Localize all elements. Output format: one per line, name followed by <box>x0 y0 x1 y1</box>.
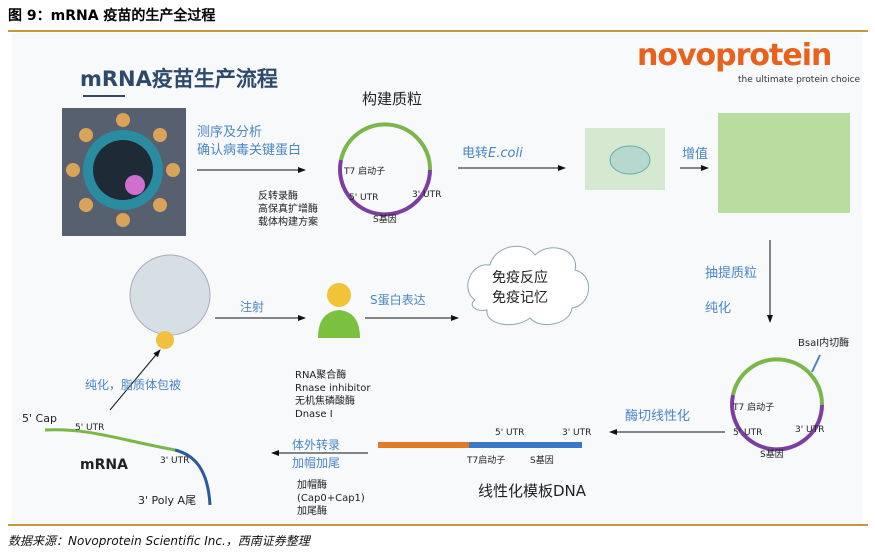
plasmid2-enzyme: BsaI内切酶 <box>798 338 850 349</box>
virus-spikes <box>66 113 180 227</box>
lnp-image <box>129 254 211 336</box>
mrna-polya: 3' Poly A尾 <box>138 494 197 507</box>
plasmid-t7: T7 启动子 <box>344 167 386 177</box>
plasmid-title: 构建质粒 <box>362 90 423 108</box>
immune-text: 免疫反应免疫记忆 <box>492 270 548 306</box>
plasmid2-utr3: 3' UTR <box>795 425 825 435</box>
mrna-utr3: 3' UTR <box>160 456 190 466</box>
cap-enzymes: 加帽酶(Cap0+Cap1)加尾酶 <box>297 480 365 517</box>
logo-tagline: the ultimate protein choice <box>738 75 861 85</box>
ivt-text: 体外转录加帽加尾 <box>292 438 341 470</box>
step4-line1: 抽提质粒 <box>705 266 758 281</box>
step8-label: S蛋白表达 <box>370 293 426 307</box>
dna-t7: T7启动子 <box>467 456 506 466</box>
mrna-tail <box>174 448 212 506</box>
step5-label: 酶切线性化 <box>625 409 691 424</box>
dna-utr5: 5' UTR <box>495 428 525 438</box>
mrna-label: mRNA <box>80 457 128 473</box>
plasmid2-t7: T7 启动子 <box>733 403 775 413</box>
step1-enzymes: 反转录酶高保真扩增酶载体构建方案 <box>258 191 318 228</box>
dna-utr3: 3' UTR <box>562 428 592 438</box>
mrna-green <box>44 428 176 452</box>
mrna-utr5: 5' UTR <box>75 423 105 433</box>
top-rule <box>8 30 868 32</box>
logo: novoprotein <box>637 38 832 73</box>
plasmid-green <box>339 122 433 171</box>
arrow-7 <box>109 349 161 411</box>
plasmid2-utr5: 5' UTR <box>733 428 763 438</box>
plasmid-purple <box>338 159 432 217</box>
person-body <box>318 310 360 338</box>
bottom-rule <box>8 524 868 526</box>
person-head <box>327 283 351 307</box>
plasmid2 <box>730 394 824 452</box>
heading-underline <box>83 95 125 97</box>
diagram-heading: mRNA疫苗生产流程 <box>80 67 278 91</box>
step4-line2: 纯化 <box>705 301 732 316</box>
mrna-cap: 5' Cap <box>22 412 57 425</box>
cells-image <box>718 113 850 213</box>
plasmid-utr5: 5' UTR <box>349 193 379 203</box>
step1-text: 测序及分析确认病毒关键蛋白 <box>197 125 302 158</box>
plasmid-utr3: 3' UTR <box>412 190 442 200</box>
plasmid-gene: S基因 <box>373 215 397 225</box>
plasmid2-gene: S基因 <box>760 450 784 460</box>
step3-label: 增值 <box>682 147 709 162</box>
step2-label: 电转E.coli <box>462 146 523 161</box>
source-note: 数据来源：Novoprotein Scientific Inc.，西南证券整理 <box>8 534 310 548</box>
cloud <box>467 245 590 326</box>
figure-title: 图 9：mRNA 疫苗的生产全过程 <box>8 8 216 24</box>
dna-gene: S基因 <box>530 456 554 466</box>
dna-title: 线性化模板DNA <box>478 482 587 500</box>
step6-label: 纯化，脂质体包被 <box>85 378 182 392</box>
step7-label: 注射 <box>240 300 265 314</box>
